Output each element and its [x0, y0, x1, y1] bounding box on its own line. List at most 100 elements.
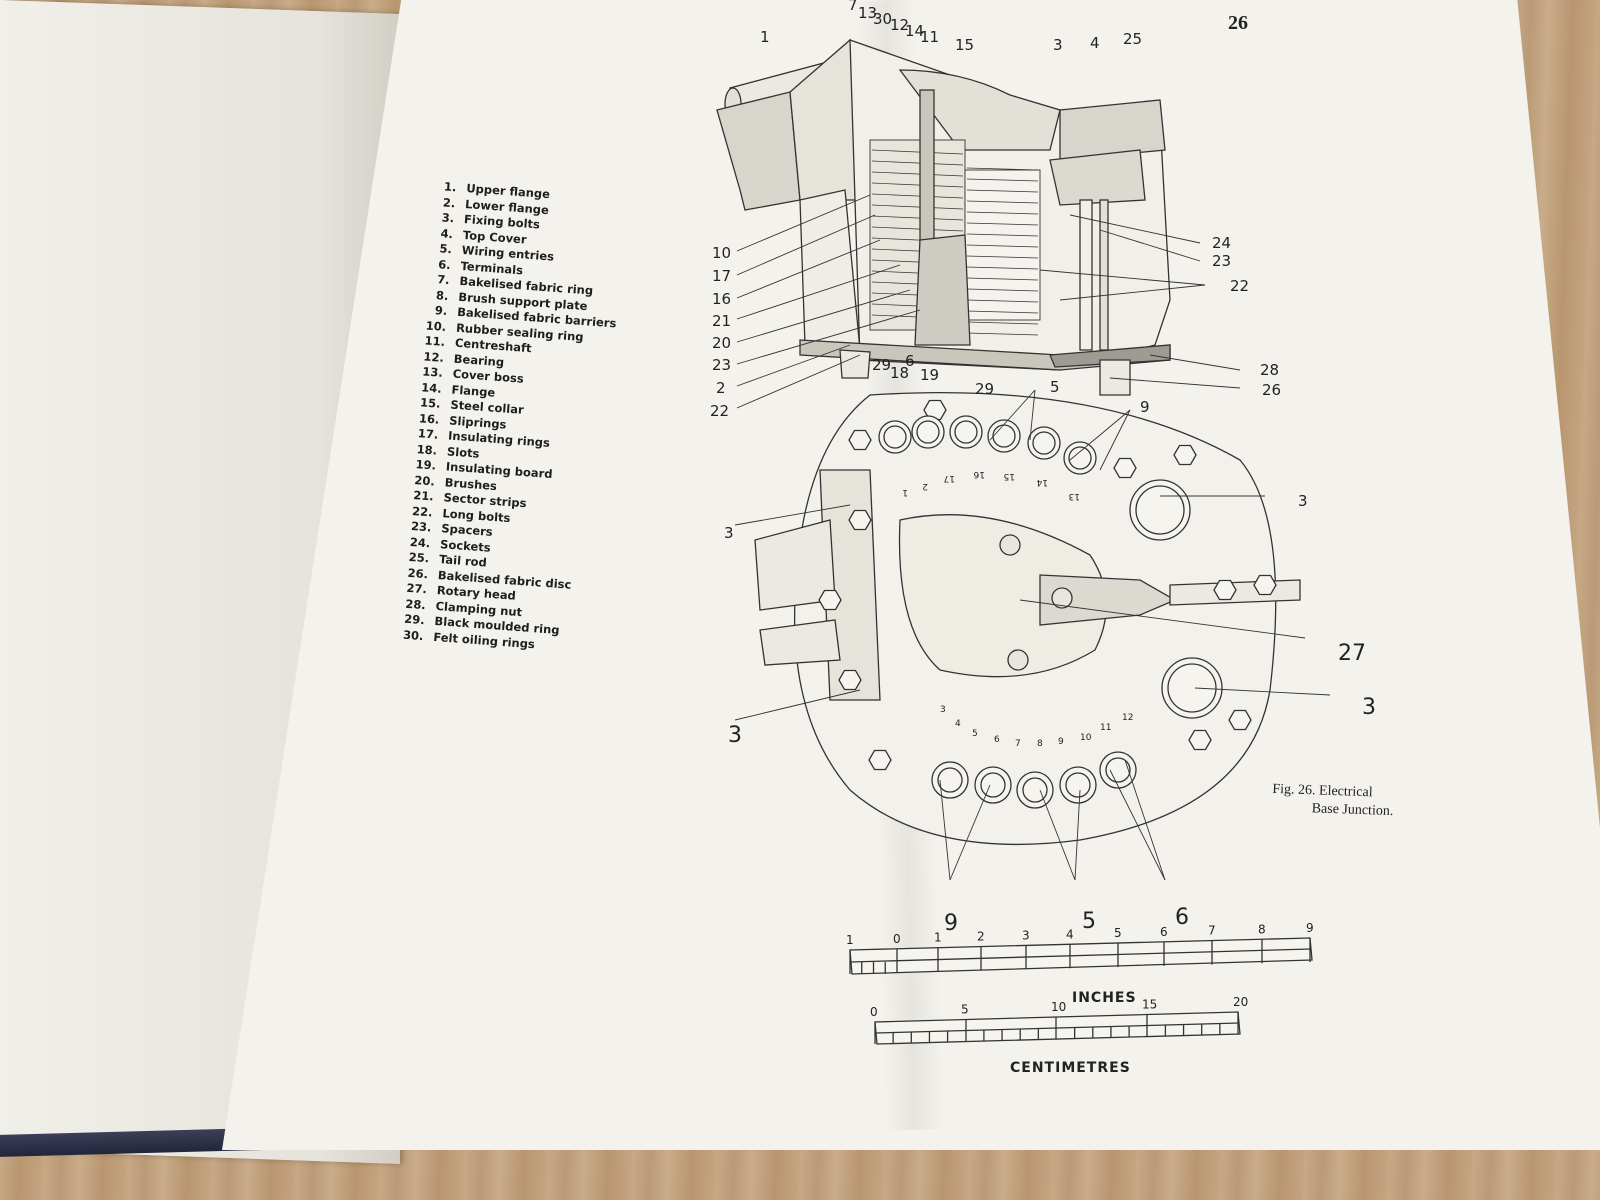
terminal-number: 4	[955, 719, 961, 729]
callout-22-right: 22	[1230, 277, 1249, 295]
callout-4: 4	[1090, 34, 1100, 52]
callout-21: 21	[712, 312, 731, 330]
callout-6-top: 6	[905, 352, 915, 370]
terminal-number: 15	[1004, 471, 1015, 481]
wiring-entry-socket	[1016, 771, 1054, 809]
hex-bolt-head	[1113, 457, 1137, 479]
terminal-number: 8	[1037, 739, 1043, 749]
inch-tick-label: 7	[1208, 924, 1216, 938]
callout-2: 2	[716, 379, 726, 397]
cm-tick-label: 10	[1051, 1000, 1066, 1014]
terminal-number: 1	[902, 487, 908, 497]
callout-20: 20	[712, 334, 731, 352]
cm-tick-label: 15	[1142, 998, 1157, 1012]
callout-5-bottom: 5	[1082, 909, 1096, 934]
callout-11: 11	[920, 28, 939, 46]
callout-6-bottom: 6	[1175, 905, 1189, 930]
terminal-number: 7	[1015, 739, 1021, 749]
callout-1: 1	[760, 28, 770, 46]
inch-tick-label: 1	[846, 933, 854, 947]
callout-13: 13	[858, 4, 877, 22]
hex-bolt-head	[923, 399, 947, 421]
cm-tick-label: 20	[1233, 995, 1248, 1009]
inch-tick-label: 3	[1022, 928, 1030, 942]
callout-23-left: 23	[712, 356, 731, 374]
wiring-entry-socket	[1059, 766, 1097, 804]
callout-22-left: 22	[710, 402, 729, 420]
callout-5-top: 5	[1050, 378, 1060, 396]
callout-3-top: 3	[1053, 36, 1063, 54]
page-number: 26	[1228, 12, 1248, 34]
terminal-number: 9	[1058, 737, 1064, 747]
inch-tick-label: 8	[1258, 922, 1266, 936]
callout-17: 17	[712, 267, 731, 285]
callout-24: 24	[1212, 234, 1231, 252]
terminal-number: 17	[944, 473, 955, 483]
callout-3-right-lower: 3	[1362, 695, 1376, 720]
hex-bolt-head	[868, 749, 892, 771]
inch-tick-label: 5	[1114, 926, 1122, 940]
callout-16: 16	[712, 290, 731, 308]
callout-25: 25	[1123, 30, 1142, 48]
inch-scale	[849, 937, 1313, 975]
terminal-number: 2	[922, 481, 928, 491]
centimetres-title: CENTIMETRES	[1010, 1060, 1131, 1076]
callout-23-right: 23	[1212, 252, 1231, 270]
callout-3-left-upper: 3	[724, 524, 734, 542]
hex-bolt-head	[1253, 574, 1277, 596]
callout-3-left-lower: 3	[728, 723, 742, 748]
hex-bolt-head	[818, 589, 842, 611]
wiring-entry-socket	[974, 766, 1012, 804]
callout-28: 28	[1260, 361, 1279, 379]
terminal-number: 11	[1100, 723, 1111, 733]
section-view	[716, 38, 1171, 396]
cm-tick-labels: 0 5 10 15 20	[870, 995, 1248, 1019]
callout-14: 14	[905, 22, 924, 40]
callout-3-right-upper: 3	[1298, 492, 1308, 510]
terminal-number: 14	[1036, 477, 1048, 487]
terminal-number: 12	[1122, 713, 1133, 723]
callout-labels: 1 7 13 30 12 14 11 15 3 4 25 10 17 16 21…	[710, 0, 1376, 936]
plan-view	[754, 391, 1301, 846]
terminal-number: 13	[1069, 491, 1080, 501]
hex-bolt-head	[848, 429, 872, 451]
inch-tick-label: 9	[1306, 921, 1314, 935]
hex-bolt-head	[1228, 709, 1252, 731]
callout-15: 15	[955, 36, 974, 54]
terminal-number: 10	[1080, 733, 1092, 743]
leader-lines	[734, 194, 1331, 881]
hex-bolt-head	[848, 509, 872, 531]
callout-12: 12	[890, 16, 909, 34]
hex-bolt-head	[1173, 444, 1197, 466]
wiring-entry-socket	[1099, 751, 1137, 789]
inch-tick-label: 2	[977, 930, 985, 944]
callout-9-bottom: 9	[944, 911, 958, 936]
cm-scale	[874, 1011, 1241, 1045]
callout-29-b: 29	[975, 380, 994, 398]
hex-bolt-head	[1188, 729, 1212, 751]
terminal-number: 6	[994, 735, 1000, 745]
callout-30: 30	[873, 10, 892, 28]
callout-26: 26	[1262, 381, 1281, 399]
inch-tick-label: 4	[1066, 927, 1074, 941]
callout-7: 7	[848, 0, 858, 14]
inch-tick-label: 1	[934, 931, 942, 945]
callout-19: 19	[920, 366, 939, 384]
terminal-number: 5	[972, 729, 978, 739]
terminal-number: 3	[940, 705, 946, 715]
cm-tick-label: 0	[870, 1005, 878, 1019]
inch-tick-label: 0	[893, 932, 901, 946]
callout-10: 10	[712, 244, 731, 262]
callout-29-a: 29	[872, 356, 891, 374]
callout-9-top: 9	[1140, 398, 1150, 416]
hex-bolt-head	[1213, 579, 1237, 601]
callout-18: 18	[890, 364, 909, 382]
callout-27: 27	[1338, 641, 1366, 666]
inches-title: INCHES	[1072, 990, 1137, 1006]
terminal-number: 16	[973, 469, 985, 479]
cm-tick-label: 5	[961, 1002, 969, 1016]
hex-bolt-head	[838, 669, 862, 691]
